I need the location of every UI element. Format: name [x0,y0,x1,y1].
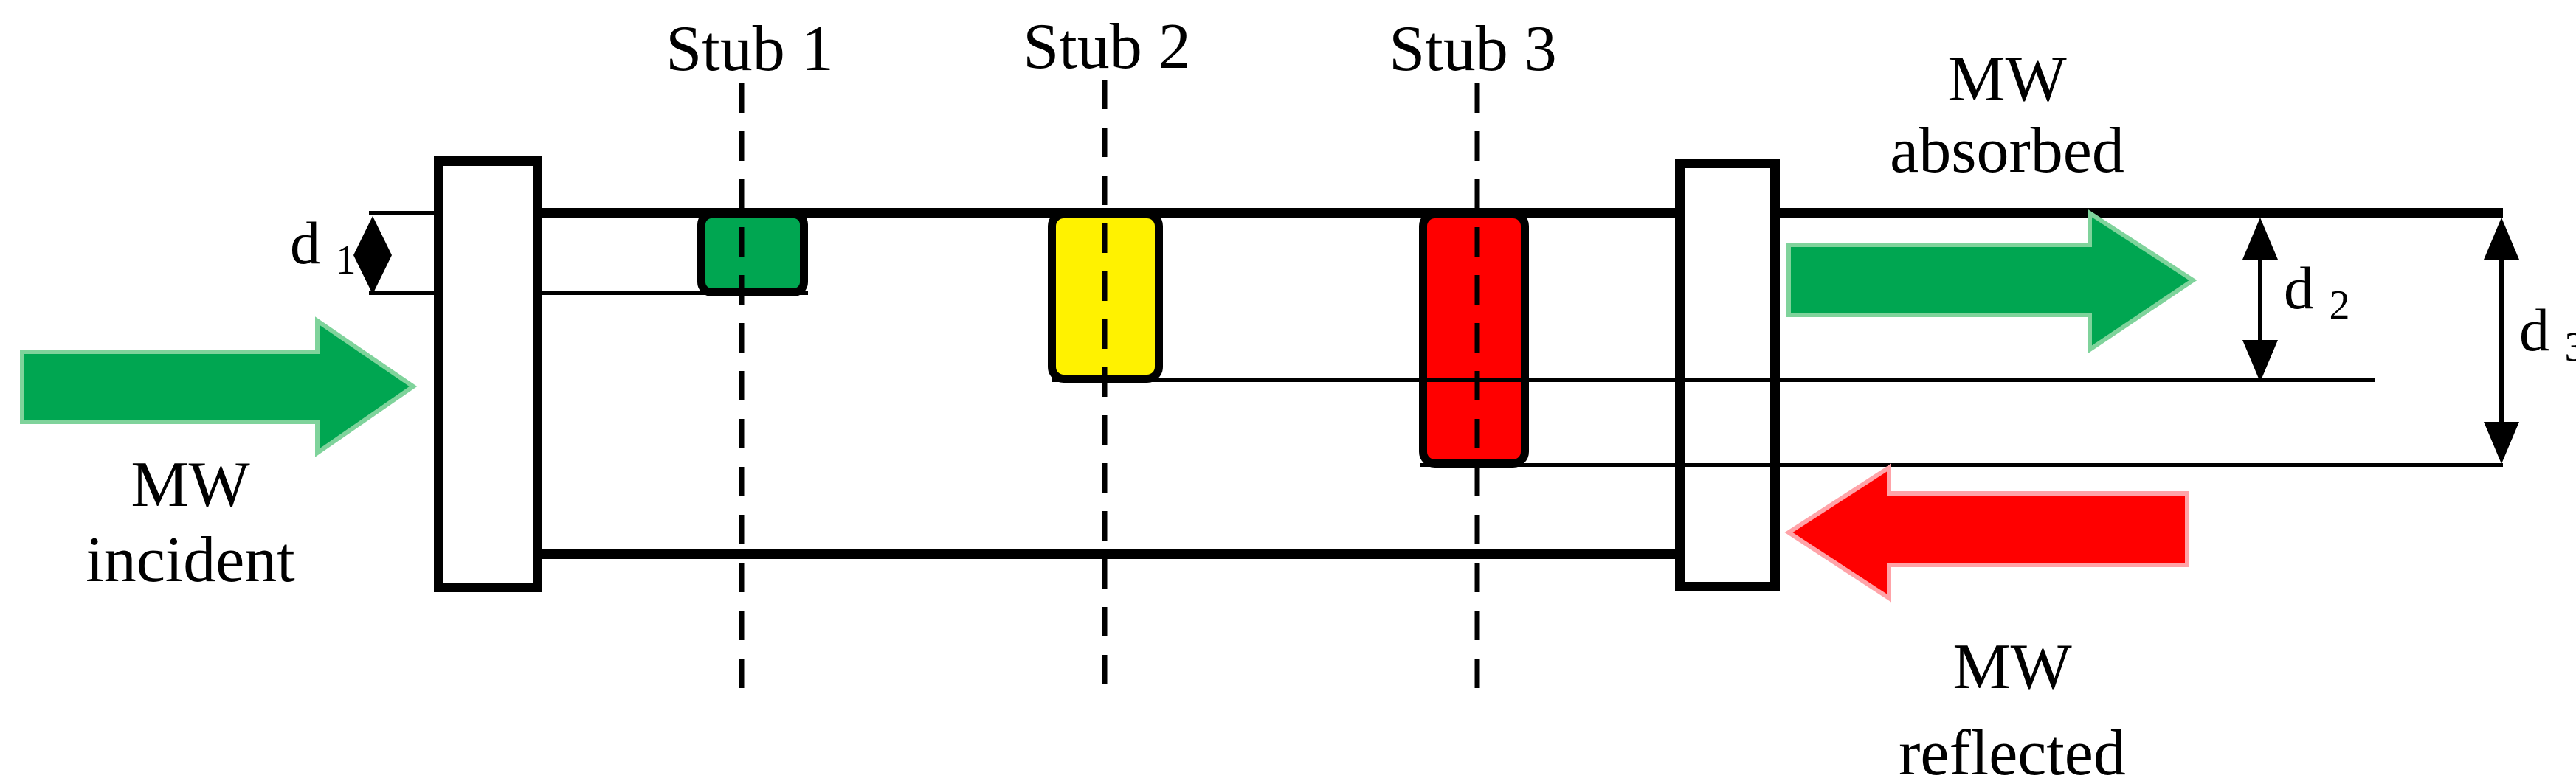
mw-reflected-label-line1: MW [1952,631,2071,703]
d2-reference-line [1052,378,2375,382]
d3-label: d 3 [2519,296,2576,370]
mw-incident-label-line2: incident [86,524,294,596]
mw-incident-arrow [20,316,418,457]
mw-absorbed-label-line1: MW [1947,44,2066,115]
mw-reflected-arrow [1784,463,2189,603]
mw-reflected-label-line2: reflected [1899,718,2126,781]
d3-label-base: d [2519,296,2549,364]
d3-reference-line [1420,463,2503,467]
d2-arrowhead-up [2242,218,2278,260]
d2-label-base: d [2284,254,2314,322]
d1-dimension-arrow [353,216,392,294]
d1-double-arrowhead [353,216,392,294]
mw-absorbed-label-line2: absorbed [1890,115,2124,187]
d2-dimension-arrow [2242,218,2278,382]
stub1-label: Stub 1 [666,13,833,85]
d2-label-subscript: 2 [2330,282,2350,328]
mw-absorbed-arrow [1786,209,2197,354]
d1-label: d 1 [290,209,356,283]
right-flange [1675,159,1780,591]
left-flange [434,156,542,592]
d1-extension-line-top [369,211,450,215]
stub3-label: Stub 3 [1389,13,1556,85]
stub3-plunger [1419,210,1529,468]
mw-incident-label-line1: MW [131,449,249,521]
d2-label: d 2 [2284,254,2350,328]
stub1-plunger [697,210,808,296]
d3-dimension-arrow [2484,218,2519,464]
d1-label-subscript: 1 [336,237,356,283]
waveguide-bottom-wall [517,549,1727,559]
stub2-label: Stub 2 [1023,11,1190,83]
d3-label-subscript: 3 [2565,324,2576,370]
d1-channel-bottom-line [369,291,808,295]
d3-arrowhead-up [2484,218,2519,260]
d3-arrowhead-down [2484,422,2519,464]
d2-arrowhead-down [2242,340,2278,382]
d1-label-base: d [290,209,320,277]
